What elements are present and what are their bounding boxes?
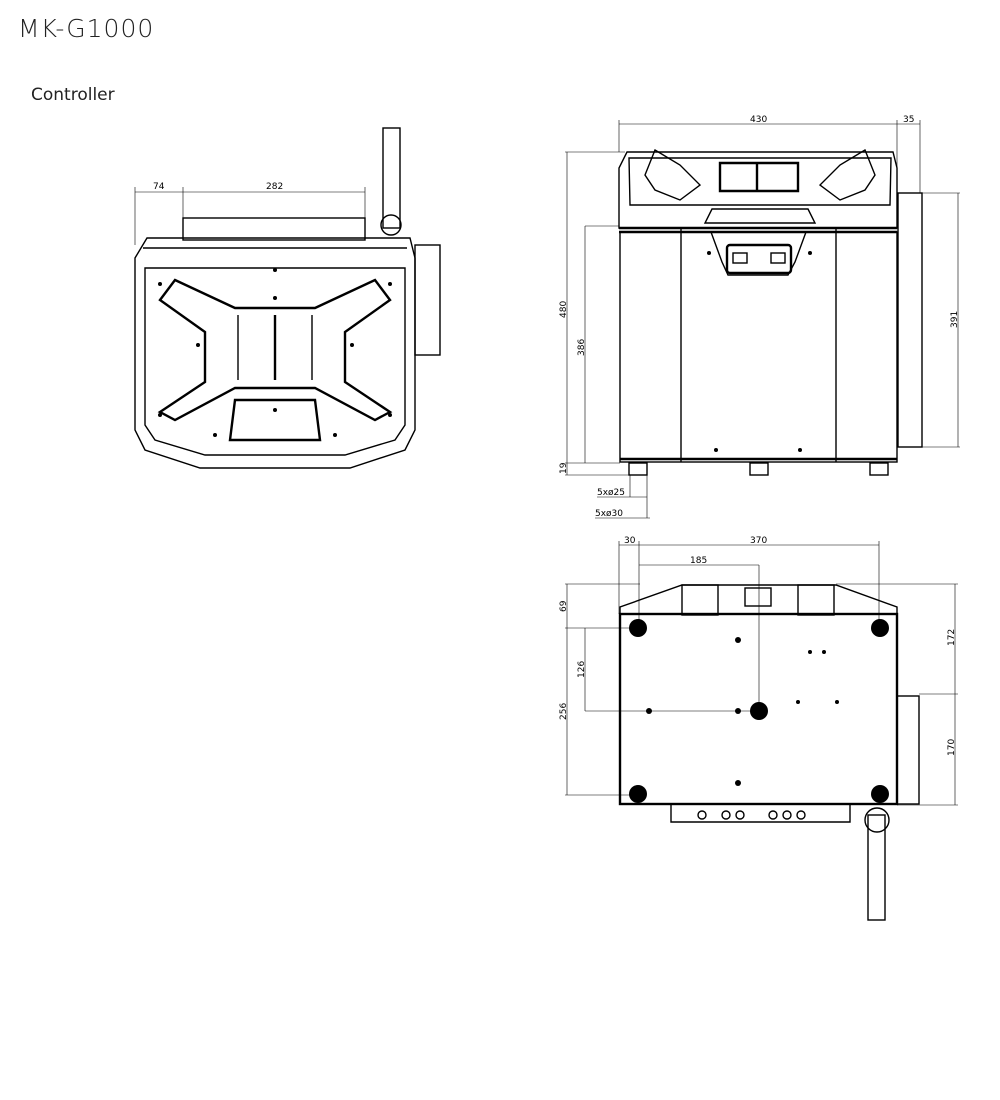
foot — [628, 462, 648, 476]
top-trapezoid — [619, 584, 898, 614]
top-handle — [182, 217, 366, 241]
body-outline — [134, 237, 416, 469]
dim-430: 430 — [750, 115, 767, 125]
dim-480: 480 — [559, 301, 569, 318]
feet — [629, 619, 889, 803]
dim-185: 185 — [690, 556, 707, 566]
model-title: MK-G1000 — [18, 14, 155, 43]
dim-172: 172 — [947, 629, 957, 646]
connector-strip — [670, 804, 851, 823]
dim-282: 282 — [266, 182, 283, 192]
dim-5x30: 5xø30 — [595, 509, 623, 519]
front-handle — [725, 243, 793, 275]
bottom-view: 30 370 185 69 126 256 172 170 — [559, 536, 958, 921]
dim-69: 69 — [559, 600, 569, 612]
dim-35: 35 — [903, 115, 914, 125]
antenna-pole-bottom — [867, 814, 886, 921]
pole-ring — [380, 214, 402, 236]
dim-370: 370 — [750, 536, 767, 546]
dim-256: 256 — [559, 703, 569, 720]
dim-126: 126 — [577, 661, 587, 678]
side-connector — [414, 244, 441, 356]
dim-5x25: 5xø25 — [597, 488, 625, 498]
dim-386: 386 — [577, 339, 587, 356]
front-body — [619, 231, 898, 463]
section-title: Controller — [31, 85, 115, 105]
dim-74: 74 — [153, 182, 165, 192]
dim-391: 391 — [950, 311, 960, 328]
dim-170: 170 — [947, 739, 957, 756]
antenna-pole — [382, 127, 401, 229]
side-panel-bottom — [896, 695, 920, 805]
front-view: 430 35 480 386 391 19 5xø25 5xø30 — [559, 115, 960, 519]
side-view: 74 282 — [134, 127, 441, 469]
side-panel — [897, 192, 923, 448]
x-frame — [157, 278, 393, 422]
dim-19: 19 — [559, 462, 569, 474]
dim-30: 30 — [624, 536, 636, 546]
